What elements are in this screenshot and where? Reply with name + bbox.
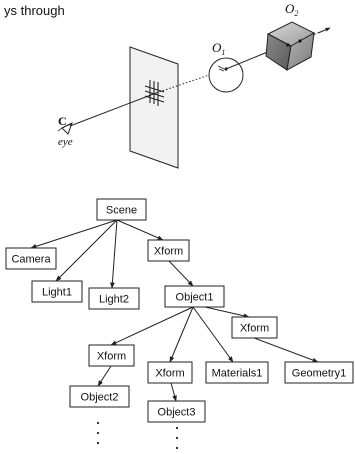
node-scene: Scene [96, 198, 147, 221]
node-light1: Light1 [31, 280, 83, 303]
node-label-xform-right: Xform [240, 323, 269, 335]
node-xform-left: Xform [88, 344, 135, 367]
continuation-dots-object2 [96, 421, 100, 445]
node-label-xform-left: Xform [97, 351, 126, 363]
node-box-object1 [164, 285, 225, 308]
edge-scene-to-light1 [55, 219, 118, 282]
node-box-camera [5, 247, 57, 270]
node-box-xform-top [147, 239, 190, 262]
node-label-object3: Object3 [158, 407, 196, 419]
ray-exit-arrow [317, 27, 331, 34]
node-label-xform-top: Xform [154, 246, 183, 258]
node-label-materials1: Materials1 [212, 368, 263, 380]
object1-label: O1 [212, 40, 225, 57]
caption-fragment: ys through [4, 3, 65, 18]
node-light2: Light2 [88, 287, 140, 310]
edge-xform-right-to-geometry1 [253, 337, 319, 363]
node-label-object2: Object2 [81, 392, 119, 404]
node-box-xform-right [231, 316, 278, 339]
edge-xform-left-to-object2 [97, 365, 112, 387]
node-label-scene: Scene [106, 205, 137, 217]
edge-object1-to-xform-left [110, 306, 194, 346]
node-box-xform-left [88, 344, 135, 367]
node-xform-right: Xform [231, 316, 278, 339]
object1-sphere [208, 57, 244, 93]
node-label-geometry1: Geometry1 [292, 368, 346, 380]
node-object2: Object2 [69, 385, 130, 408]
node-box-xform-mid [147, 361, 193, 384]
node-label-xform-mid: Xform [155, 368, 184, 380]
ray-diagram: C eye O1 O2 [57, 1, 331, 169]
node-box-light1 [31, 280, 83, 303]
scene-graph-edges [30, 219, 319, 402]
edge-object1-to-materials1 [192, 306, 234, 363]
node-box-object3 [147, 400, 206, 423]
edge-scene-to-camera [30, 219, 118, 249]
edge-scene-to-xform-top [116, 219, 164, 241]
node-box-materials1 [205, 361, 269, 384]
node-object3: Object3 [147, 400, 206, 423]
node-object1: Object1 [164, 285, 225, 308]
node-box-object2 [69, 385, 130, 408]
node-xform-top: Xform [147, 239, 190, 262]
node-box-light2 [88, 287, 140, 310]
ray-eye-to-plane [69, 92, 157, 127]
object2-label: O2 [285, 1, 298, 18]
edge-object1-to-xform-mid [169, 306, 194, 363]
node-label-camera: Camera [11, 254, 51, 266]
node-label-light2: Light2 [99, 294, 129, 306]
edge-xform-top-to-object1 [168, 260, 194, 287]
node-xform-mid: Xform [147, 361, 193, 384]
node-label-object1: Object1 [176, 292, 214, 304]
edge-xform-mid-to-object3 [170, 382, 177, 402]
continuation-dots-object3 [175, 426, 179, 450]
node-label-light1: Light1 [42, 287, 72, 299]
edge-object1-to-xform-right [204, 306, 250, 319]
node-geometry1: Geometry1 [284, 361, 354, 384]
scene-graph-nodes: SceneCameraLight1Light2XformObject1Xform… [5, 198, 354, 423]
node-materials1: Materials1 [205, 361, 269, 384]
node-camera: Camera [5, 247, 57, 270]
node-box-geometry1 [284, 361, 354, 384]
object2-cube [265, 21, 316, 71]
camera-label: C [58, 114, 67, 128]
image-plane [129, 46, 179, 169]
node-box-scene [96, 198, 147, 221]
edge-scene-to-light2 [110, 219, 118, 289]
eye-label: eye [58, 136, 73, 148]
eye-icon [57, 121, 73, 135]
